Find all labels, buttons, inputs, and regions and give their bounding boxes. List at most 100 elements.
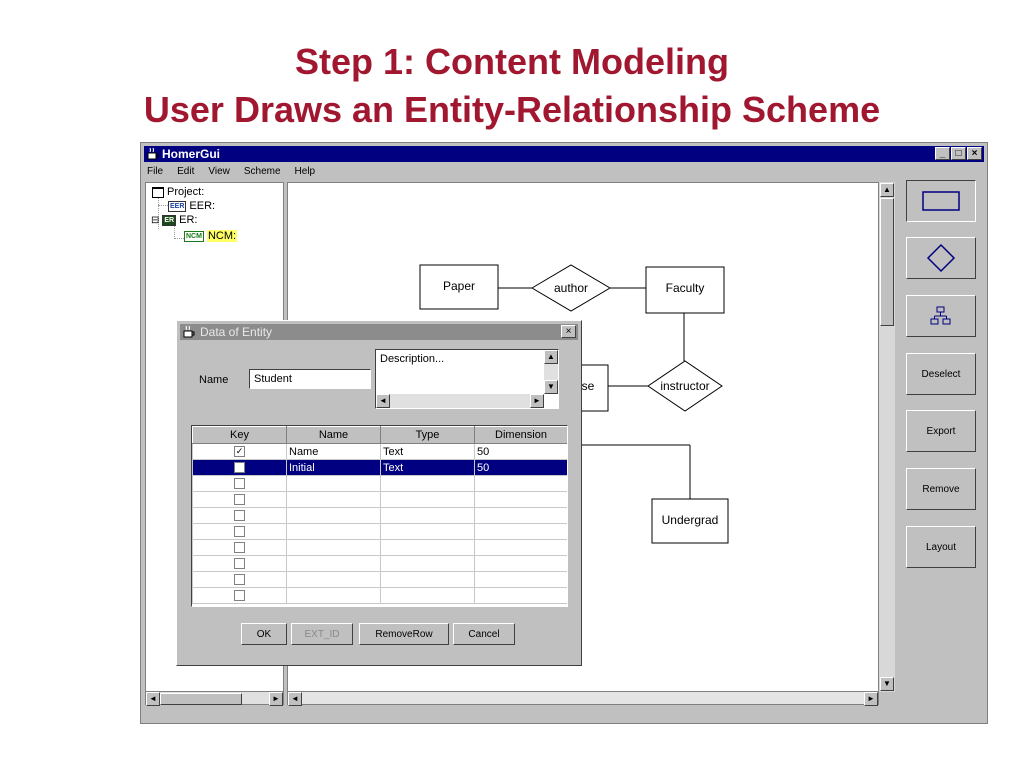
dimension-cell[interactable] — [474, 475, 567, 492]
table-row[interactable] — [192, 555, 567, 572]
tree-horizontal-scrollbar[interactable]: ◄ ► — [145, 691, 284, 706]
table-row[interactable] — [192, 571, 567, 588]
description-textarea[interactable]: Description... ▲ ▼ ◄ ► — [375, 349, 559, 409]
entity-undergrad[interactable]: Undergrad — [651, 498, 729, 544]
tree-item-eer[interactable]: EER EER: — [168, 200, 215, 212]
key-checkbox[interactable] — [234, 590, 245, 602]
tree-scroll-thumb[interactable] — [160, 693, 242, 705]
scroll-up-button[interactable]: ▲ — [544, 350, 558, 364]
key-checkbox[interactable]: ✓ — [234, 446, 245, 458]
scroll-down-button[interactable]: ▼ — [880, 677, 894, 691]
maximize-button[interactable]: □ — [951, 147, 966, 160]
key-cell[interactable]: ✓ — [192, 443, 287, 460]
window-titlebar[interactable]: HomerGui _ □ × — [144, 146, 984, 162]
relationship-instructor[interactable]: instructor — [647, 360, 723, 412]
name-cell[interactable] — [286, 587, 381, 604]
key-cell[interactable] — [192, 491, 287, 508]
name-cell[interactable] — [286, 571, 381, 588]
ok-button[interactable]: OK — [241, 623, 287, 645]
tree-item-ncm[interactable]: NCM NCM: — [184, 230, 238, 242]
scroll-up-button[interactable]: ▲ — [880, 183, 894, 197]
name-cell[interactable] — [286, 555, 381, 572]
type-cell[interactable] — [380, 571, 475, 588]
key-checkbox[interactable] — [234, 558, 245, 570]
entity-name-input[interactable] — [249, 369, 371, 389]
dimension-cell[interactable] — [474, 491, 567, 508]
tree-item-project[interactable]: Project: — [152, 186, 204, 198]
type-cell[interactable] — [380, 587, 475, 604]
entity-tool-button[interactable] — [906, 180, 976, 222]
entity-faculty[interactable]: Faculty — [645, 266, 725, 314]
scroll-right-button[interactable]: ► — [269, 692, 283, 706]
table-row[interactable] — [192, 475, 567, 492]
deselect-button[interactable]: Deselect — [906, 353, 976, 395]
type-cell[interactable]: Text — [380, 459, 475, 476]
name-cell[interactable] — [286, 539, 381, 556]
key-checkbox[interactable] — [234, 478, 245, 490]
type-cell[interactable] — [380, 539, 475, 556]
layout-button[interactable]: Layout — [906, 526, 976, 568]
description-hscroll[interactable]: ◄ ► — [376, 394, 544, 408]
entity-paper[interactable]: Paper — [419, 264, 499, 310]
dimension-cell[interactable] — [474, 571, 567, 588]
scroll-right-button[interactable]: ► — [530, 394, 544, 408]
scroll-left-button[interactable]: ◄ — [376, 394, 390, 408]
dialog-titlebar[interactable]: Data of Entity × — [180, 324, 578, 340]
key-checkbox[interactable] — [234, 462, 245, 474]
key-cell[interactable] — [192, 523, 287, 540]
name-cell[interactable] — [286, 523, 381, 540]
type-cell[interactable] — [380, 475, 475, 492]
menu-help[interactable]: Help — [294, 166, 316, 177]
dimension-cell[interactable] — [474, 555, 567, 572]
hierarchy-tool-button[interactable] — [906, 295, 976, 337]
dialog-close-button[interactable]: × — [561, 325, 576, 338]
key-checkbox[interactable] — [234, 526, 245, 538]
type-cell[interactable] — [380, 507, 475, 524]
menu-view[interactable]: View — [208, 166, 230, 177]
table-row[interactable] — [192, 507, 567, 524]
dimension-cell[interactable] — [474, 523, 567, 540]
key-cell[interactable] — [192, 555, 287, 572]
name-cell[interactable] — [286, 475, 381, 492]
canvas-horizontal-scrollbar[interactable]: ◄ ► — [287, 691, 879, 706]
table-row[interactable] — [192, 491, 567, 508]
menu-scheme[interactable]: Scheme — [243, 166, 281, 177]
dimension-cell[interactable] — [474, 587, 567, 604]
type-cell[interactable] — [380, 555, 475, 572]
minimize-button[interactable]: _ — [935, 147, 950, 160]
table-row[interactable] — [192, 523, 567, 540]
cancel-button[interactable]: Cancel — [453, 623, 515, 645]
key-checkbox[interactable] — [234, 494, 245, 506]
dimension-cell[interactable]: 50 — [474, 459, 567, 476]
canvas-vertical-scrollbar[interactable]: ▲ ▼ — [879, 182, 895, 692]
export-button[interactable]: Export — [906, 410, 976, 452]
column-header-name[interactable]: Name — [286, 426, 381, 444]
type-cell[interactable] — [380, 491, 475, 508]
name-cell[interactable] — [286, 507, 381, 524]
key-cell[interactable] — [192, 587, 287, 604]
column-header-type[interactable]: Type — [380, 426, 475, 444]
key-checkbox[interactable] — [234, 510, 245, 522]
canvas-vscroll-thumb[interactable] — [880, 198, 894, 326]
type-cell[interactable]: Text — [380, 443, 475, 460]
relationship-tool-button[interactable] — [906, 237, 976, 279]
scroll-left-button[interactable]: ◄ — [288, 692, 302, 706]
type-cell[interactable] — [380, 523, 475, 540]
key-cell[interactable] — [192, 571, 287, 588]
description-vscroll[interactable]: ▲ ▼ — [544, 350, 558, 394]
remove-row-button[interactable]: RemoveRow — [359, 623, 449, 645]
collapse-icon[interactable]: ⊟ — [151, 214, 160, 226]
key-cell[interactable] — [192, 507, 287, 524]
name-cell[interactable]: Name — [286, 443, 381, 460]
scroll-down-button[interactable]: ▼ — [544, 380, 558, 394]
name-cell[interactable] — [286, 491, 381, 508]
remove-button[interactable]: Remove — [906, 468, 976, 510]
table-row[interactable] — [192, 539, 567, 556]
key-checkbox[interactable] — [234, 542, 245, 554]
table-row[interactable] — [192, 587, 567, 604]
column-header-key[interactable]: Key — [192, 426, 287, 444]
ext-id-button[interactable]: EXT_ID — [291, 623, 353, 645]
dimension-cell[interactable] — [474, 507, 567, 524]
